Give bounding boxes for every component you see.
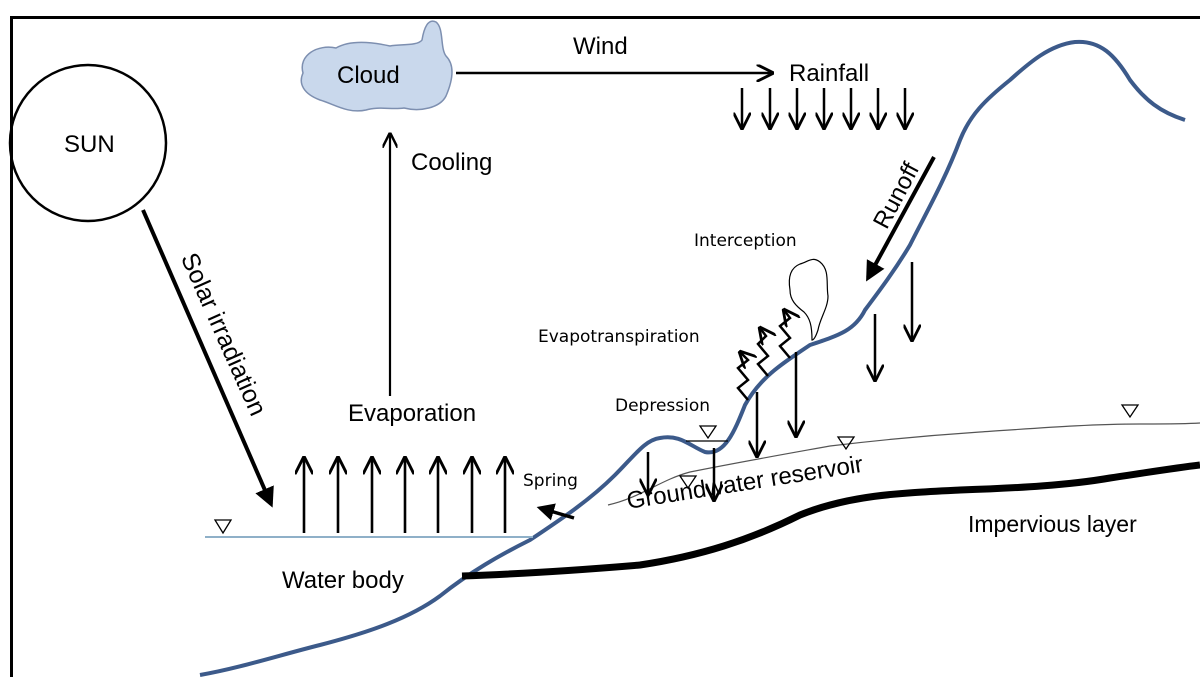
groundwater-level-marker-3 [1120,404,1140,419]
cooling-label: Cooling [411,149,493,176]
sun-label: SUN [64,131,115,158]
evaporation-arrows [304,458,505,533]
wind-label: Wind [573,33,628,60]
diagram-frame [10,16,1200,677]
interception-tree [788,258,829,341]
evapotranspiration-label: Evapotranspiration [538,327,700,347]
interception-label: Interception [694,231,797,251]
groundwater-level-marker-2 [836,436,856,451]
groundwater-table-line [607,422,1200,506]
depression-level-marker [698,425,718,440]
impervious-layer-line [461,461,1200,580]
cloud-label: Cloud [337,62,400,89]
terrain-line [199,39,1186,677]
infiltration-arrows [648,262,912,500]
solar-irradiation-arrow [141,209,274,508]
spring-label: Spring [523,471,578,491]
spring-arrow [536,503,575,521]
water-level-marker [213,519,233,535]
groundwater-level-marker-1 [678,475,698,490]
cloud-shape [300,20,453,112]
impervious-layer-label: Impervious layer [968,511,1137,537]
rainfall-label: Rainfall [789,60,870,87]
sun-circle [8,63,168,223]
water-body-label: Water body [282,567,404,594]
evapotranspiration-arrows [736,310,790,401]
depression-label: Depression [615,396,711,416]
runoff-arrow [866,156,936,282]
rainfall-arrows [742,88,905,128]
evaporation-label: Evaporation [348,400,477,427]
